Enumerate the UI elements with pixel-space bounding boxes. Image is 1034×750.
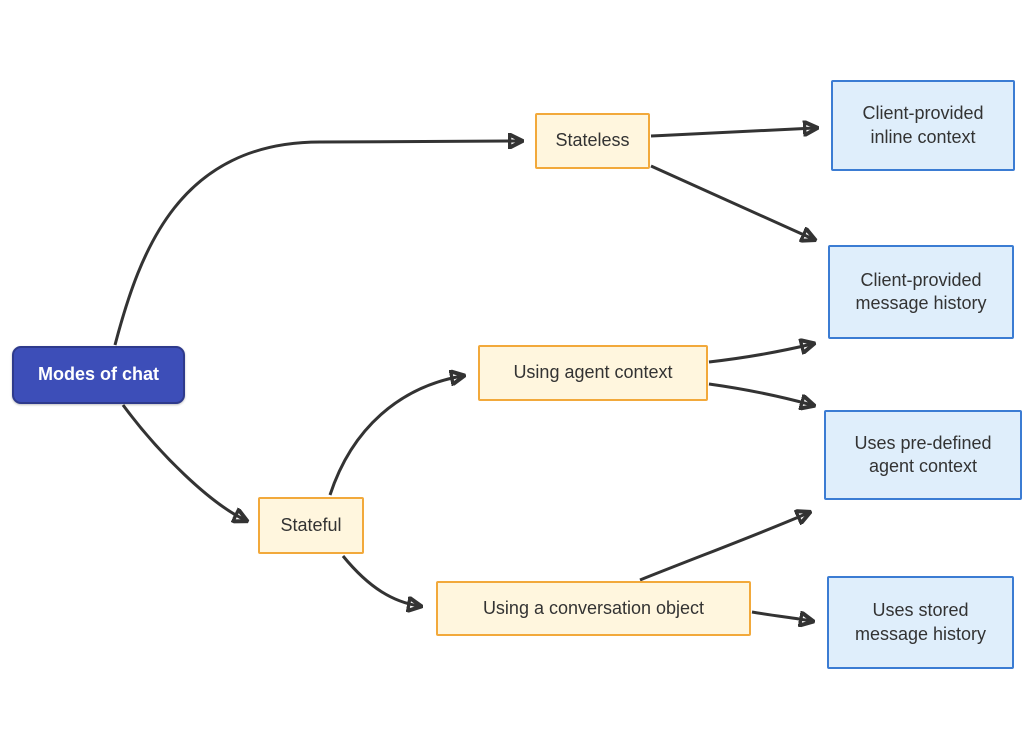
edge-root-stateful [121,404,245,520]
edge-stateful-agent-context [328,376,462,496]
edge-stateful-conversation-object [341,555,419,606]
edge-stateless-inline-context [650,128,815,138]
node-uses-stored-message-history: Uses stored message history [827,576,1014,669]
node-client-provided-message-history: Client-provided message history [828,245,1014,339]
node-stateful: Stateful [258,497,364,554]
node-stateless: Stateless [535,113,650,169]
node-using-a-conversation-object: Using a conversation object [436,581,751,636]
node-uses-pre-defined-agent-context: Uses pre-defined agent context [824,410,1022,500]
edge-agent-context-predefined-context [708,382,812,405]
node-client-provided-inline-context: Client-provided inline context [831,80,1015,171]
edge-root-stateless [113,141,520,346]
edge-conversation-object-stored-history [751,610,811,621]
edge-stateless-message-history [650,164,813,239]
edge-conversation-object-predefined-context [639,513,808,582]
node-using-agent-context: Using agent context [478,345,708,401]
edge-agent-context-message-history [708,344,812,364]
node-modes-of-chat: Modes of chat [12,346,185,404]
